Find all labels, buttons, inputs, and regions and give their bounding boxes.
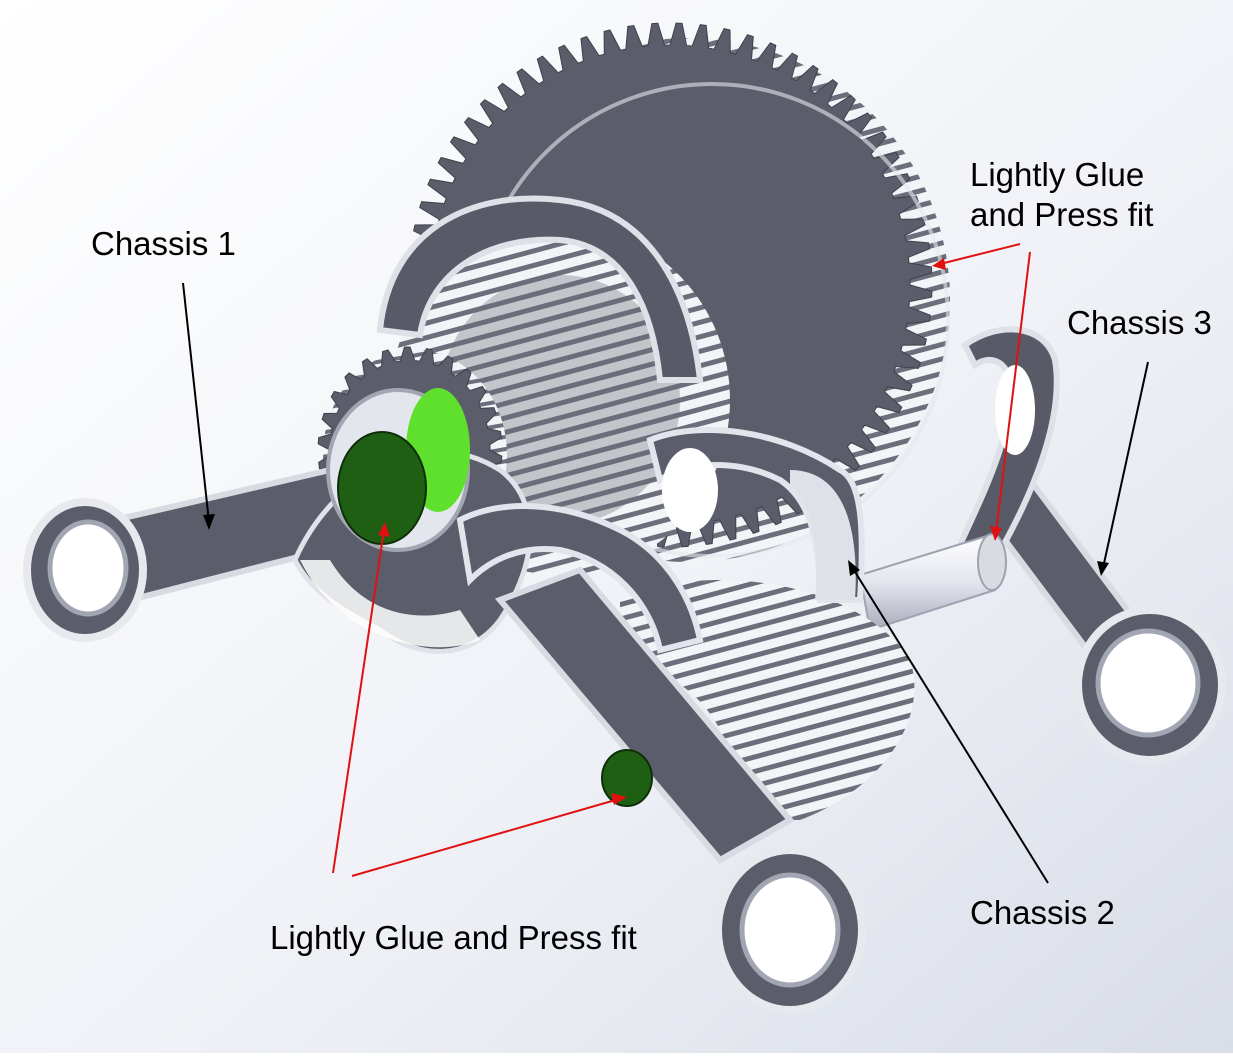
pin [601, 749, 653, 807]
leader-glue-top-a [939, 243, 1021, 265]
leader-glue-bottom-b [351, 798, 620, 877]
label-glue-top-line-1: Lightly Glue [970, 156, 1145, 193]
leader-glue-bottom-a [332, 529, 385, 874]
leader-chassis-2 [851, 566, 1049, 884]
label-chassis-3: Chassis 3 [1067, 304, 1212, 341]
chassis-3 [956, 326, 1226, 764]
shaft [858, 533, 1007, 632]
leader-chassis-1 [182, 282, 210, 523]
hub [326, 388, 470, 552]
label-glue-bottom: Lightly Glue and Press fit [270, 919, 637, 956]
label-glue-top-line-2: and Press fit [970, 195, 1154, 233]
label-chassis-2: Chassis 2 [970, 894, 1115, 931]
chassis-2-arch [376, 195, 704, 383]
label-glue-top: Lightly Glue and Press fit [970, 155, 1153, 234]
chassis-2 [456, 427, 866, 1014]
label-chassis-1: Chassis 1 [91, 225, 236, 262]
leader-glue-top-b [995, 251, 1031, 533]
leader-lines [182, 243, 1149, 884]
leader-chassis-3 [1102, 361, 1149, 569]
